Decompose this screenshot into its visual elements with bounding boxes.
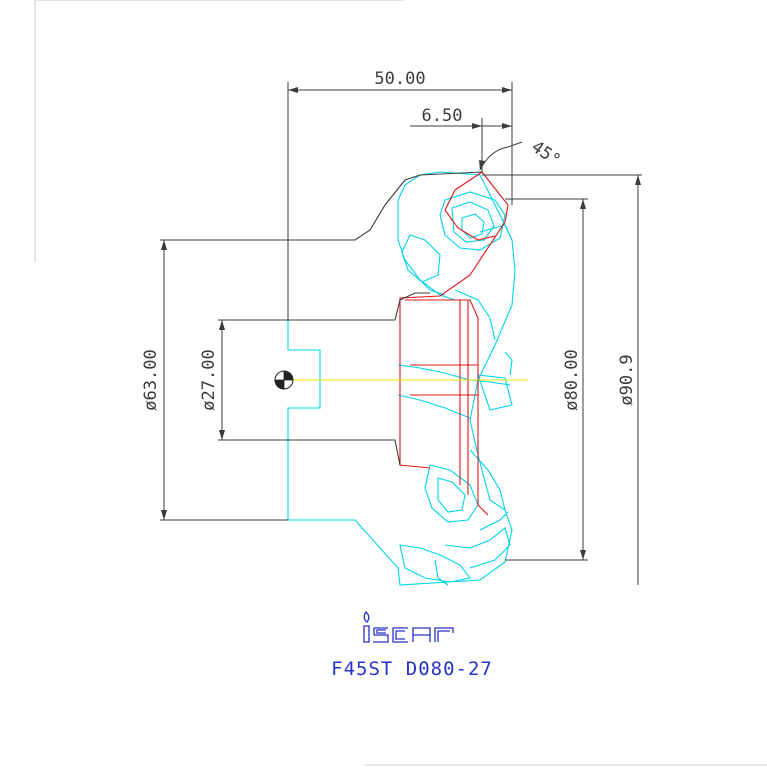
shank-profile: [288, 171, 483, 466]
dim-cut-dia-label: ø80.00: [562, 349, 582, 410]
dim-bore-label: ø27.00: [199, 349, 219, 410]
origin-marker-icon: [274, 370, 294, 390]
dim-outer-dia-label: ø90.9: [617, 354, 637, 405]
iscar-logo: [363, 610, 454, 643]
cut-profile: [399, 171, 509, 516]
dimension-lines: [160, 82, 642, 585]
dim-angle-label: 45°: [528, 137, 565, 171]
dim-flat-label: 6.50: [422, 106, 463, 126]
dimension-arrows: [161, 87, 641, 560]
tool-model-label: F45ST D080-27: [331, 658, 493, 680]
dim-hub-label: ø63.00: [141, 349, 161, 410]
dim-length-label: 50.00: [374, 69, 425, 89]
tool-body-outline: [287, 171, 516, 586]
